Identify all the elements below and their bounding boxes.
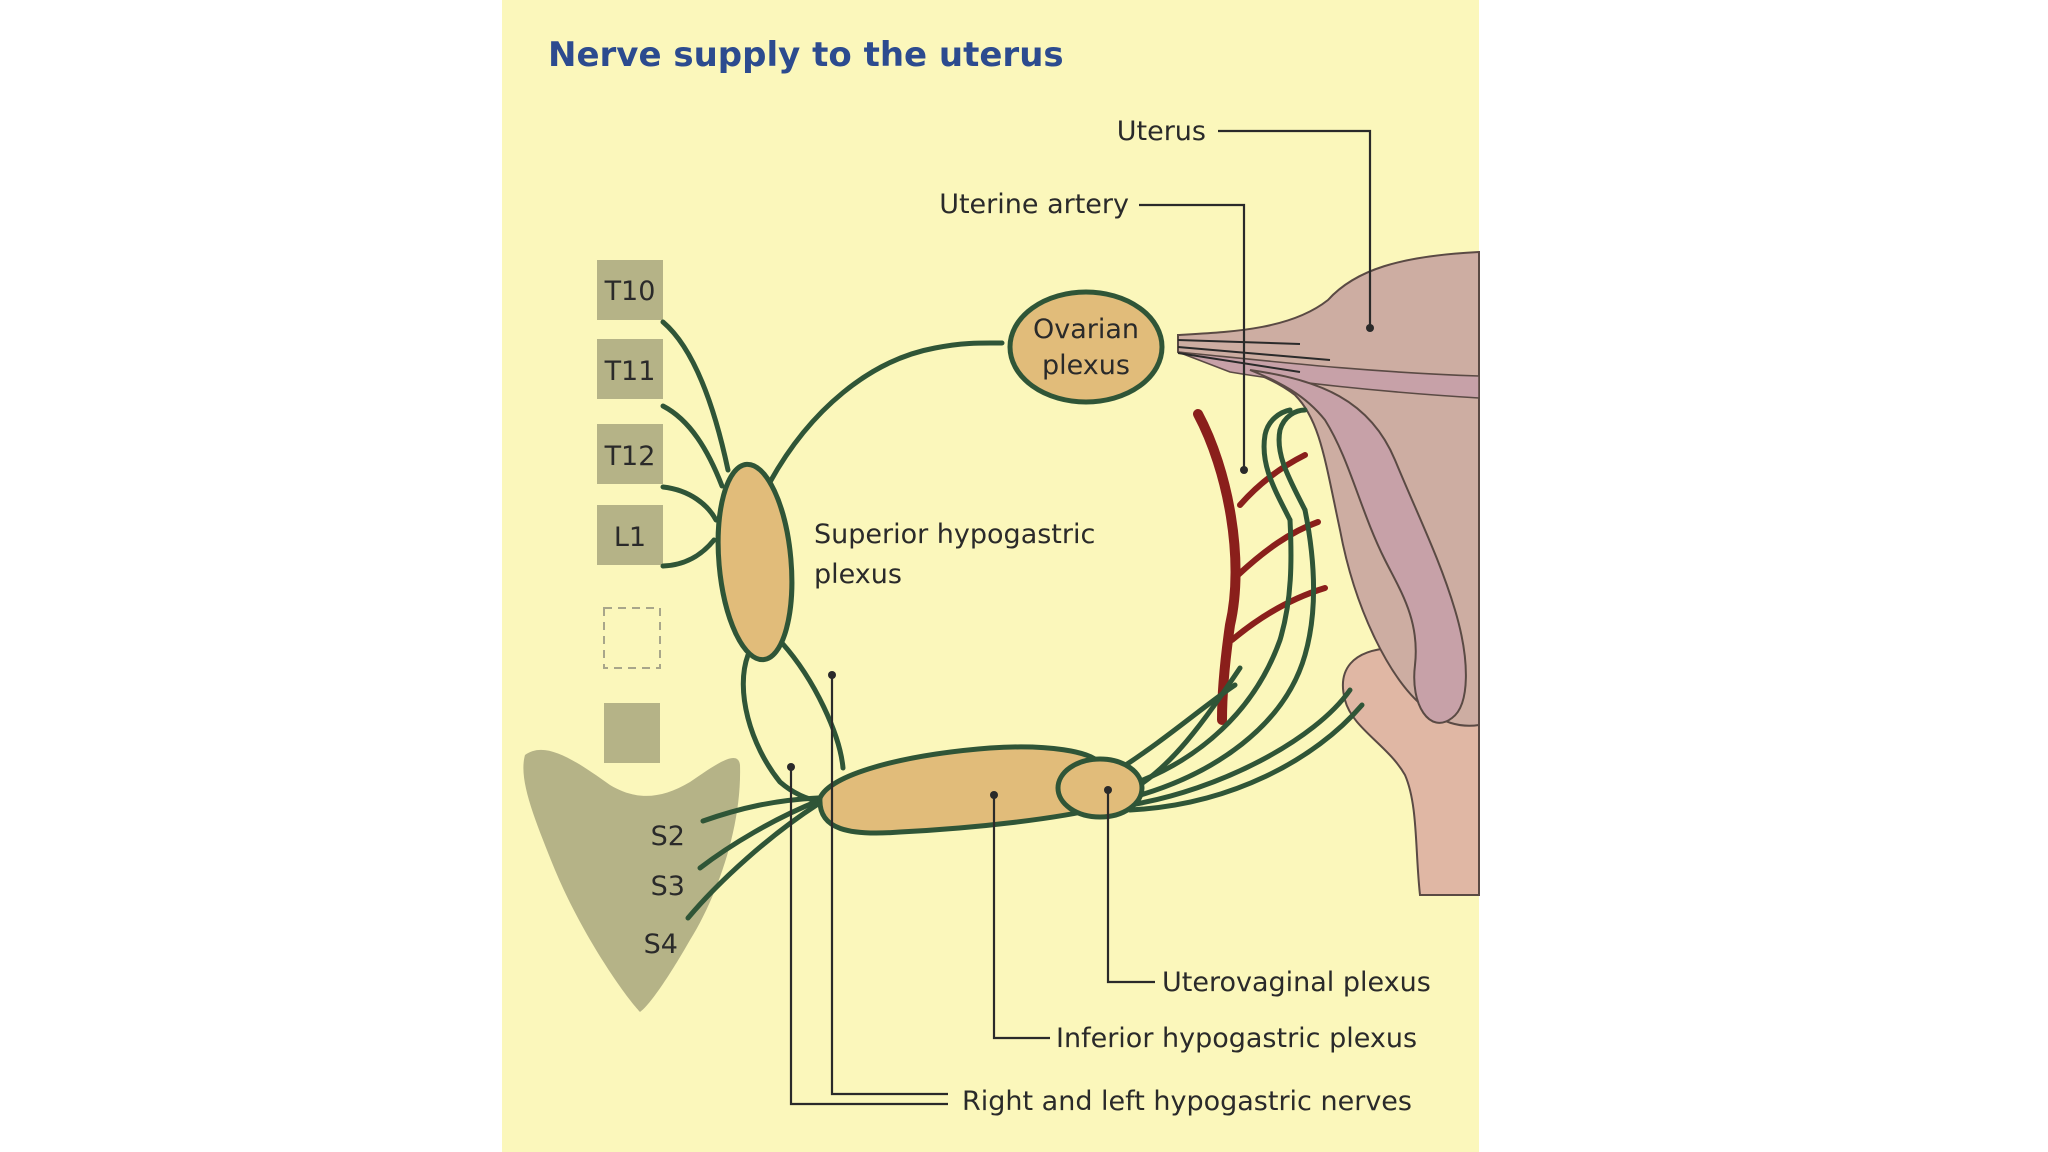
leader-dot: [787, 763, 795, 771]
leader-dot: [1240, 466, 1248, 474]
segment-label-t11: T11: [604, 356, 656, 387]
leader-hypogastric-nerve-left: [830, 675, 948, 1096]
leader-uterovaginal-plexus: [1106, 790, 1155, 984]
label-uterus: Uterus: [1117, 116, 1206, 147]
leader-hypogastric-nerve-right: [789, 767, 948, 1106]
label-superior-hypogastric-line1: Superior hypogastric: [814, 519, 1095, 550]
uterine-artery-trunk: [1193, 409, 1241, 725]
hypogastric-nerve-left: [779, 640, 846, 771]
ovarian-plexus: [1007, 289, 1165, 405]
nerve-root-t10: [660, 319, 731, 473]
uterine-cavity: [1249, 369, 1467, 724]
leader-dot: [828, 671, 836, 679]
leader-dots: [787, 324, 1374, 799]
vertebra-l1: [597, 505, 663, 565]
label-superior-hypogastric-line2: plexus: [814, 559, 902, 590]
leader-dot: [1104, 786, 1112, 794]
ovarian-ligament-lines: [1177, 339, 1331, 373]
leader-inferior-hypogastric-plexus: [992, 795, 1050, 1040]
vertebra-dashed: [603, 607, 661, 669]
vertebra-t10: [597, 260, 663, 320]
superior-hypogastric-plexus: [715, 461, 795, 663]
nerve-to-ovarian-plexus: [767, 340, 1005, 485]
label-uterovaginal-plexus: Uterovaginal plexus: [1162, 967, 1431, 998]
diagram-title: Nerve supply to the uterus: [548, 35, 1064, 75]
sacrum: [523, 749, 741, 1012]
label-ovarian-plexus-line1: Ovarian: [1033, 314, 1139, 345]
leader-dot: [990, 791, 998, 799]
nerve-root-t11: [660, 403, 725, 489]
segment-label-s4: S4: [644, 929, 678, 960]
uterus: [1177, 250, 1480, 896]
nerve-to-uterus: [1127, 517, 1294, 788]
uterovaginal-plexus: [1055, 756, 1145, 820]
nerve-root-l1: [660, 537, 717, 569]
nerve-root-s4: [685, 801, 821, 921]
uterine-artery-branch: [1237, 452, 1308, 508]
label-inferior-hypogastric-plexus: Inferior hypogastric plexus: [1056, 1023, 1417, 1054]
structure-labels: Uterus Uterine artery Ovarian plexus Sup…: [814, 116, 1431, 1117]
nerve-root-t12: [660, 484, 719, 523]
nerve-root-s3: [697, 798, 821, 871]
spine: [523, 260, 741, 1012]
nerve-to-uterus: [1127, 702, 1365, 813]
segment-label-t12: T12: [604, 441, 656, 472]
segment-label-t10: T10: [604, 276, 656, 307]
vertebra-t12: [597, 424, 663, 484]
nerve-loop: [1261, 407, 1293, 523]
segment-label-l1: L1: [614, 522, 646, 553]
label-uterine-artery: Uterine artery: [939, 189, 1129, 220]
leader-lines: [789, 129, 1372, 1106]
nerve-root-s2: [700, 795, 821, 824]
nerve-to-uterus: [1115, 682, 1238, 773]
segment-label-s3: S3: [651, 871, 685, 902]
label-hypogastric-nerves: Right and left hypogastric nerves: [962, 1086, 1412, 1117]
nerves: [660, 319, 1365, 921]
leader-uterine-artery: [1139, 203, 1246, 470]
nerve-loop: [1276, 407, 1308, 513]
vertebra-t11: [597, 339, 663, 399]
vertebra-lower: [604, 703, 660, 763]
label-ovarian-plexus-line2: plexus: [1042, 350, 1130, 381]
plexuses: [715, 289, 1165, 836]
segment-labels: T10 T11 T12 L1 S2 S3 S4: [604, 276, 685, 960]
segment-label-s2: S2: [651, 821, 685, 852]
leader-dot: [1366, 324, 1374, 332]
nerve-to-uterus: [1127, 687, 1353, 808]
nerve-to-uterus: [1127, 507, 1317, 801]
leader-uterus: [1218, 129, 1372, 328]
